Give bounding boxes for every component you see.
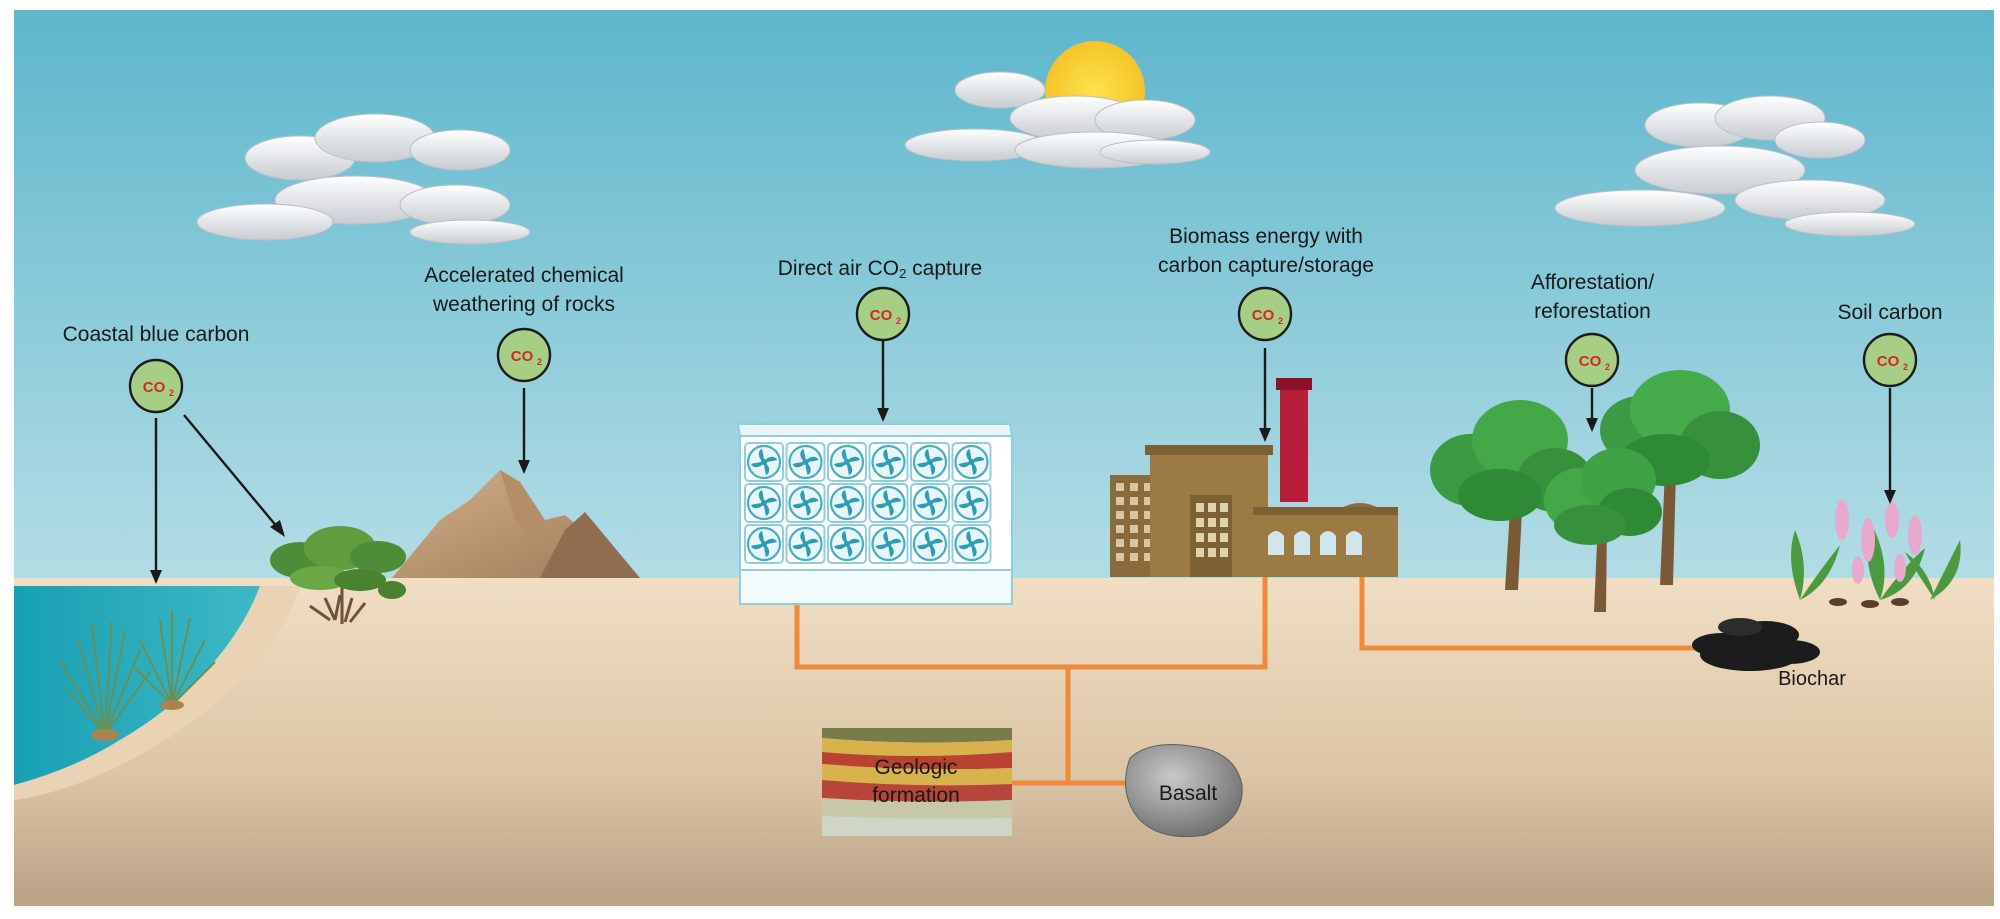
fan-icon [868,482,909,524]
label-weathering-line1: Accelerated chemical [424,264,624,287]
seagrass-icon [59,610,216,741]
fan-icon [743,523,785,565]
svg-text:2: 2 [537,357,542,367]
svg-text:CO: CO [1252,307,1275,324]
fan-icon [826,523,868,565]
co2-pipelines [794,575,1715,786]
fan-icon [785,441,826,483]
label-basalt: Basalt [1158,782,1218,805]
svg-text:2: 2 [1903,362,1908,372]
label-dac-pre: Direct air CO [777,257,900,280]
plants-icon [1791,500,1961,608]
label-afforestation-line1: Afforestation/ [1530,271,1655,294]
svg-text:CO: CO [511,348,534,365]
cloud-left-icon [196,113,531,245]
fan-icon [951,441,992,483]
cloud-right-icon [1554,95,1916,237]
label-dac-sub: 2 [899,266,907,281]
fan-icon [951,482,992,524]
label-afforestation-line2: reforestation [1534,300,1651,323]
fan-icon [826,441,868,483]
label-biomass-line1: Biomass energy with [1169,225,1363,248]
fan-icon [868,523,909,565]
fan-icon [785,523,826,565]
svg-text:CO: CO [870,307,893,324]
biomass-power-plant [1110,378,1398,577]
co2-flow-arrows [150,339,1896,584]
svg-text:CO: CO [1877,353,1900,370]
label-geologic-line2: formation [872,784,960,807]
fan-icon [868,441,909,483]
svg-text:CO: CO [1579,353,1602,370]
fan-icon [909,523,951,565]
fan-icon [909,441,951,483]
geologic-formation-icon [822,728,1012,836]
svg-text:2: 2 [169,388,174,398]
label-chemical-weathering: Accelerated chemical weathering of rocks [398,261,650,319]
fan-icon [785,482,826,524]
svg-text:2: 2 [1278,316,1283,326]
fan-icon [826,482,868,524]
rock-mountain-icon [392,470,640,578]
label-afforestation: Afforestation/ reforestation [1485,268,1700,326]
mangrove-icon [270,526,406,624]
svg-text:2: 2 [896,316,901,326]
label-biomass-energy: Biomass energy with carbon capture/stora… [1128,222,1404,280]
svg-text:2: 2 [1605,362,1610,372]
label-dac-post: capture [906,257,983,280]
fan-icon [743,441,785,483]
label-direct-air-capture: Direct air CO2 capture [755,254,1005,288]
label-geologic-formation: Geologic formation [836,754,996,810]
label-biomass-line2: carbon capture/storage [1158,254,1374,277]
fan-icon [909,482,951,524]
fan-icon [951,523,992,565]
sea [14,586,260,785]
label-weathering-line2: weathering of rocks [432,293,616,316]
direct-air-capture-unit [736,423,1014,605]
biochar-pile-icon [1692,618,1820,671]
shoreline [14,586,300,800]
trees-icon [1430,370,1760,612]
svg-text:CO: CO [143,379,166,396]
fan-icon [743,482,785,524]
cloud-center-icon [904,71,1211,169]
label-biochar: Biochar [1778,668,1846,690]
label-geologic-line1: Geologic [874,756,958,779]
label-soil-carbon: Soil carbon [1837,301,1943,324]
basalt-rock-icon [1125,744,1243,838]
label-coastal-blue-carbon: Coastal blue carbon [62,323,250,346]
